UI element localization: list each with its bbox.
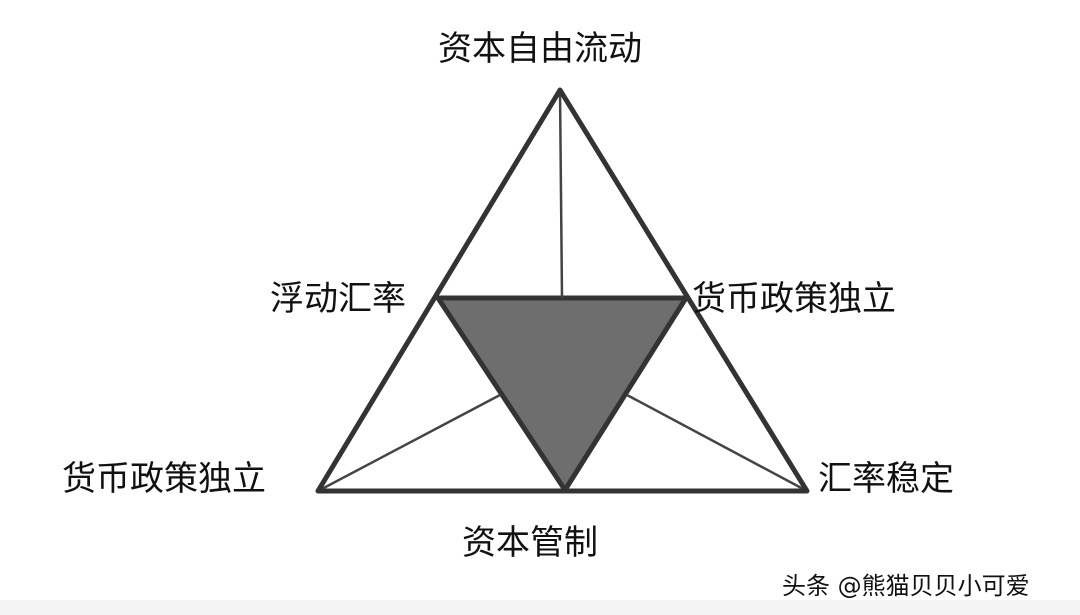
watermark: 头条 @熊猫贝贝小可爱 bbox=[782, 572, 1030, 600]
label-top: 资本自由流动 bbox=[438, 29, 642, 69]
apex-connector bbox=[558, 89, 564, 299]
outer-triangle bbox=[315, 87, 810, 494]
label-bottom: 资本管制 bbox=[462, 523, 598, 563]
label-mid-right: 货币政策独立 bbox=[692, 279, 896, 319]
bottom-band bbox=[0, 600, 1080, 615]
right-connector bbox=[626, 393, 808, 493]
label-bottom-left: 货币政策独立 bbox=[62, 459, 266, 499]
left-connector bbox=[317, 393, 501, 493]
inner-triangle bbox=[435, 295, 689, 493]
label-bottom-right: 汇率稳定 bbox=[818, 459, 954, 499]
label-mid-left: 浮动汇率 bbox=[270, 279, 406, 319]
